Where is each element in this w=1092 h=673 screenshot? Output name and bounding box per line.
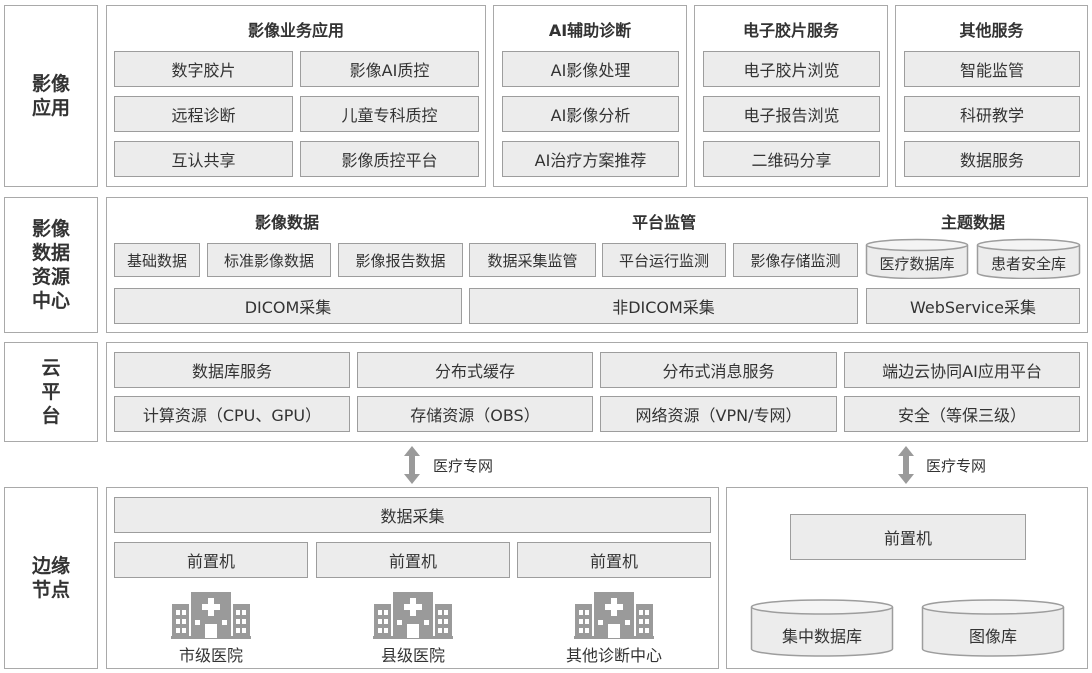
link-arrow-left (403, 445, 421, 485)
central-front-machine[interactable]: 前置机 (790, 514, 1026, 560)
app-item-pediatric-qc[interactable]: 儿童专科质控 (300, 96, 479, 132)
app-group-e-film: 电子胶片服务 电子胶片浏览 电子报告浏览 二维码分享 (694, 5, 888, 187)
edge-front-machine-2[interactable]: 前置机 (316, 542, 510, 578)
layer-label-cloud: 云 平 台 (4, 342, 98, 442)
edge-data-collection[interactable]: 数据采集 (114, 497, 711, 533)
double-arrow-icon (404, 446, 420, 484)
hospital-icon (373, 592, 453, 639)
app-item-e-film-browse[interactable]: 电子胶片浏览 (703, 51, 880, 87)
edge-front-machine-1[interactable]: 前置机 (114, 542, 308, 578)
app-item-data-service[interactable]: 数据服务 (904, 141, 1080, 177)
app-item-ai-processing[interactable]: AI影像处理 (502, 51, 679, 87)
database-icon (865, 238, 969, 279)
app-group-title: 影像业务应用 (247, 21, 344, 40)
data-item-standard-imaging[interactable]: 标准影像数据 (207, 243, 331, 277)
hospital-label: 其他诊断中心 (565, 646, 662, 665)
section-title-imaging-data: 影像数据 (254, 213, 319, 232)
app-group-imaging-business: 影像业务应用 数字胶片 影像AI质控 远程诊断 儿童专科质控 互认共享 影像质控… (106, 5, 486, 187)
cloud-db-service[interactable]: 数据库服务 (114, 352, 350, 388)
database-medical[interactable]: 医疗数据库 (865, 237, 969, 279)
hospital-city[interactable]: 市级医院 (151, 588, 271, 666)
layer-label-data-center: 影像 数据 资源 中心 (4, 197, 98, 333)
hospital-label: 县级医院 (380, 646, 445, 665)
cloud-message-service[interactable]: 分布式消息服务 (600, 352, 837, 388)
link-label-right: 医疗专网 (926, 457, 987, 475)
app-group-other-services: 其他服务 智能监管 科研教学 数据服务 (895, 5, 1088, 187)
link-arrow-right (897, 445, 915, 485)
link-label-left: 医疗专网 (433, 457, 494, 475)
app-group-title: AI辅助诊断 (548, 21, 632, 40)
app-item-remote-diagnosis[interactable]: 远程诊断 (114, 96, 293, 132)
app-group-ai-diagnosis: AI辅助诊断 AI影像处理 AI影像分析 AI治疗方案推荐 (493, 5, 687, 187)
database-icon (750, 599, 894, 657)
app-group-title: 其他服务 (959, 21, 1024, 40)
double-arrow-icon (898, 446, 914, 484)
data-item-storage-monitoring[interactable]: 影像存储监测 (733, 243, 858, 277)
app-item-ai-analysis[interactable]: AI影像分析 (502, 96, 679, 132)
database-label: 医疗数据库 (879, 254, 955, 273)
section-title-platform-supervision: 平台监管 (631, 213, 696, 232)
collect-dicom[interactable]: DICOM采集 (114, 288, 462, 324)
app-item-mutual-sharing[interactable]: 互认共享 (114, 141, 293, 177)
app-item-digital-film[interactable]: 数字胶片 (114, 51, 293, 87)
data-item-basic[interactable]: 基础数据 (114, 243, 200, 277)
cloud-distributed-cache[interactable]: 分布式缓存 (357, 352, 593, 388)
hospital-county[interactable]: 县级医院 (353, 588, 473, 666)
hospital-label: 市级医院 (178, 646, 243, 665)
hospital-icon (574, 592, 654, 639)
database-central[interactable]: 集中数据库 (750, 598, 894, 658)
hospital-other-center[interactable]: 其他诊断中心 (554, 588, 674, 666)
cloud-network[interactable]: 网络资源（VPN/专网） (600, 396, 837, 432)
app-item-qc-platform[interactable]: 影像质控平台 (300, 141, 479, 177)
hospital-icon (171, 592, 251, 639)
cloud-storage[interactable]: 存储资源（OBS） (357, 396, 593, 432)
cloud-security[interactable]: 安全（等保三级） (844, 396, 1080, 432)
data-center-panel: 影像数据 平台监管 主题数据 基础数据 标准影像数据 影像报告数据 数据采集监管… (106, 197, 1088, 333)
edge-panel-left: 数据采集 前置机 前置机 前置机 市级医院 (106, 487, 719, 669)
database-patient-safety[interactable]: 患者安全库 (976, 237, 1081, 279)
cloud-panel: 数据库服务 分布式缓存 分布式消息服务 端边云协同AI应用平台 计算资源（CPU… (106, 342, 1088, 442)
data-item-platform-monitoring[interactable]: 平台运行监测 (602, 243, 726, 277)
app-item-smart-supervision[interactable]: 智能监管 (904, 51, 1080, 87)
layer-label-app: 影像 应用 (4, 5, 98, 187)
database-label: 集中数据库 (781, 627, 862, 646)
cloud-compute[interactable]: 计算资源（CPU、GPU） (114, 396, 350, 432)
app-item-qr-share[interactable]: 二维码分享 (703, 141, 880, 177)
collect-webservice[interactable]: WebService采集 (866, 288, 1080, 324)
app-group-title: 电子胶片服务 (742, 21, 839, 40)
app-item-e-report-browse[interactable]: 电子报告浏览 (703, 96, 880, 132)
database-image[interactable]: 图像库 (921, 598, 1065, 658)
database-icon (921, 599, 1065, 657)
database-label: 图像库 (968, 627, 1017, 646)
app-item-research-teaching[interactable]: 科研教学 (904, 96, 1080, 132)
collect-non-dicom[interactable]: 非DICOM采集 (469, 288, 858, 324)
database-label: 患者安全库 (990, 254, 1066, 273)
app-item-ai-qc[interactable]: 影像AI质控 (300, 51, 479, 87)
database-icon (976, 238, 1081, 279)
app-item-ai-treatment[interactable]: AI治疗方案推荐 (502, 141, 679, 177)
layer-label-edge: 边缘 节点 (4, 487, 98, 669)
edge-panel-right: 前置机 集中数据库 图像库 (726, 487, 1088, 669)
cloud-ai-platform[interactable]: 端边云协同AI应用平台 (844, 352, 1080, 388)
data-item-collection-supervision[interactable]: 数据采集监管 (469, 243, 596, 277)
section-title-topic-data: 主题数据 (940, 213, 1005, 232)
data-item-imaging-report[interactable]: 影像报告数据 (338, 243, 463, 277)
edge-front-machine-3[interactable]: 前置机 (517, 542, 711, 578)
